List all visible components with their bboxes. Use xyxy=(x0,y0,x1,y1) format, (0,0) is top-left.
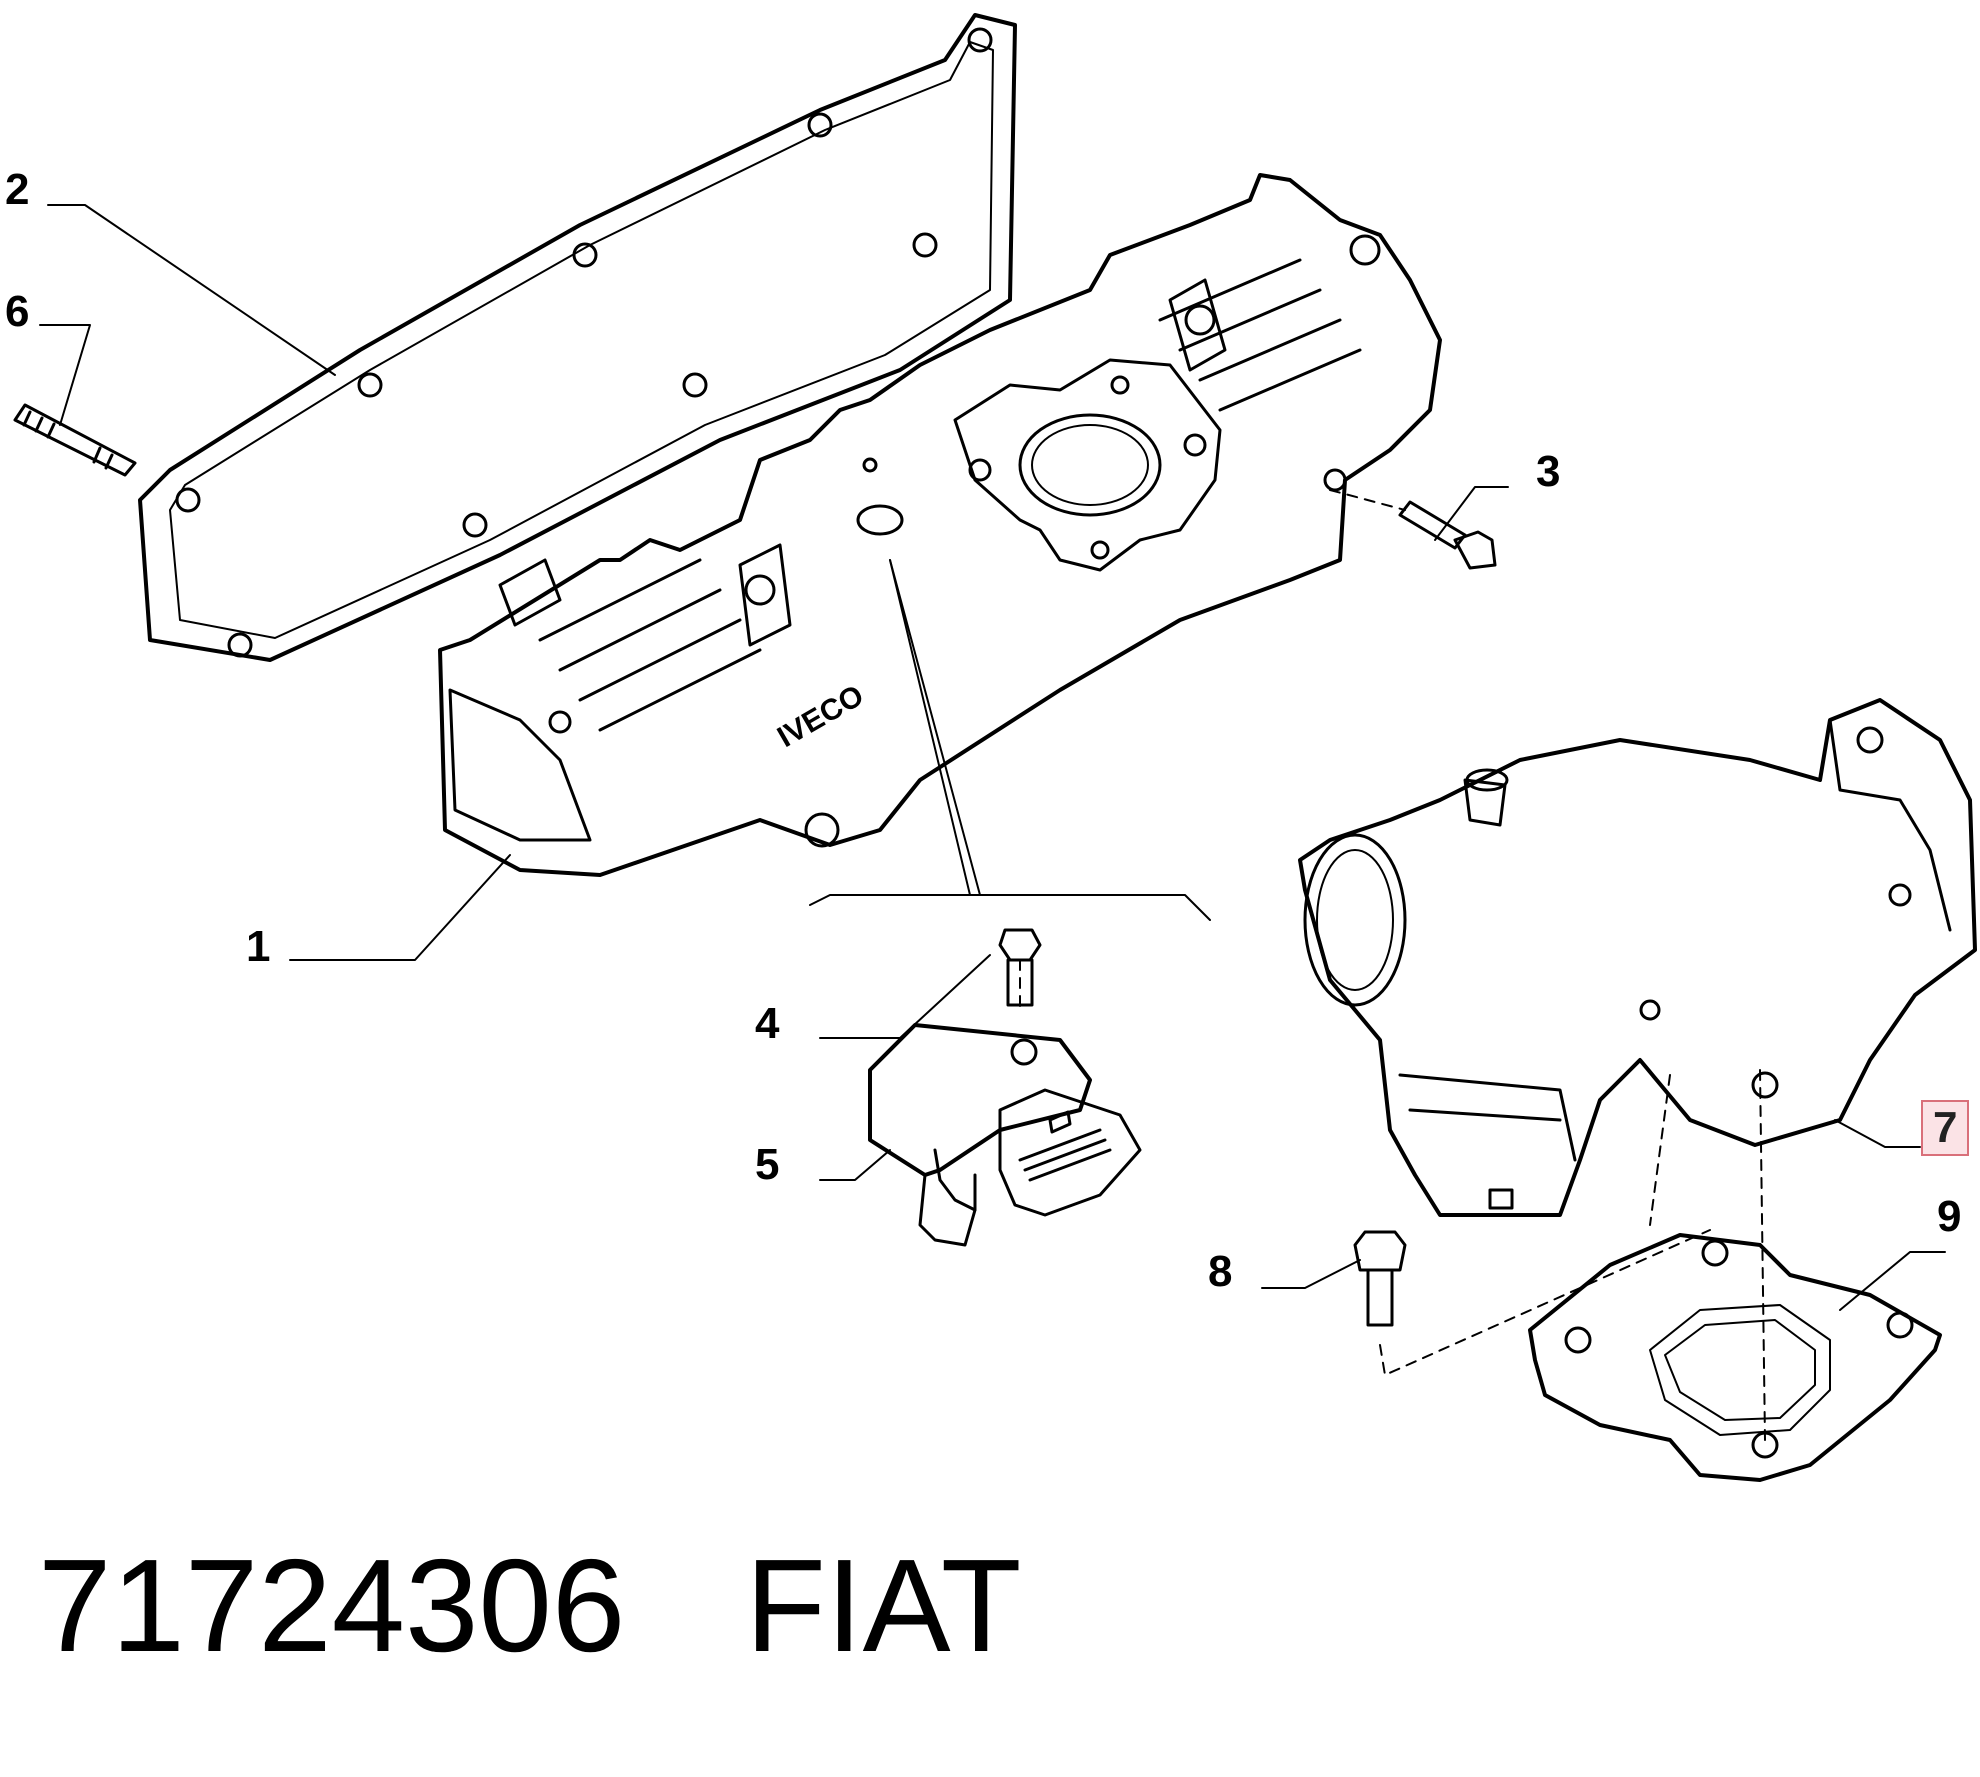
assembly-dashed-lines xyxy=(1019,489,1766,1441)
bolt-3 xyxy=(1398,500,1497,570)
screw-8 xyxy=(1353,1230,1407,1327)
manifold-gasket xyxy=(138,13,1017,662)
callout-7[interactable]: 7 xyxy=(1921,1100,1970,1156)
callout-9: 9 xyxy=(1937,1192,1962,1241)
iveco-logo: IVECO xyxy=(772,679,869,754)
leader-lines xyxy=(39,204,1946,1311)
pressure-sensor xyxy=(868,1023,1142,1247)
callout-5: 5 xyxy=(755,1140,780,1189)
intake-elbow xyxy=(1298,698,1977,1217)
callout-6: 6 xyxy=(5,287,30,336)
callout-2: 2 xyxy=(5,165,30,214)
callout-3: 3 xyxy=(1536,447,1561,496)
brand-name: FIAT xyxy=(745,1532,1022,1679)
callout-4: 4 xyxy=(755,999,780,1048)
intake-manifold xyxy=(438,173,1442,877)
callout-1: 1 xyxy=(246,922,271,971)
flange-gasket xyxy=(1528,1233,1942,1482)
stud xyxy=(13,403,137,477)
callout-8: 8 xyxy=(1208,1247,1233,1296)
part-number: 71724306 xyxy=(38,1532,626,1679)
